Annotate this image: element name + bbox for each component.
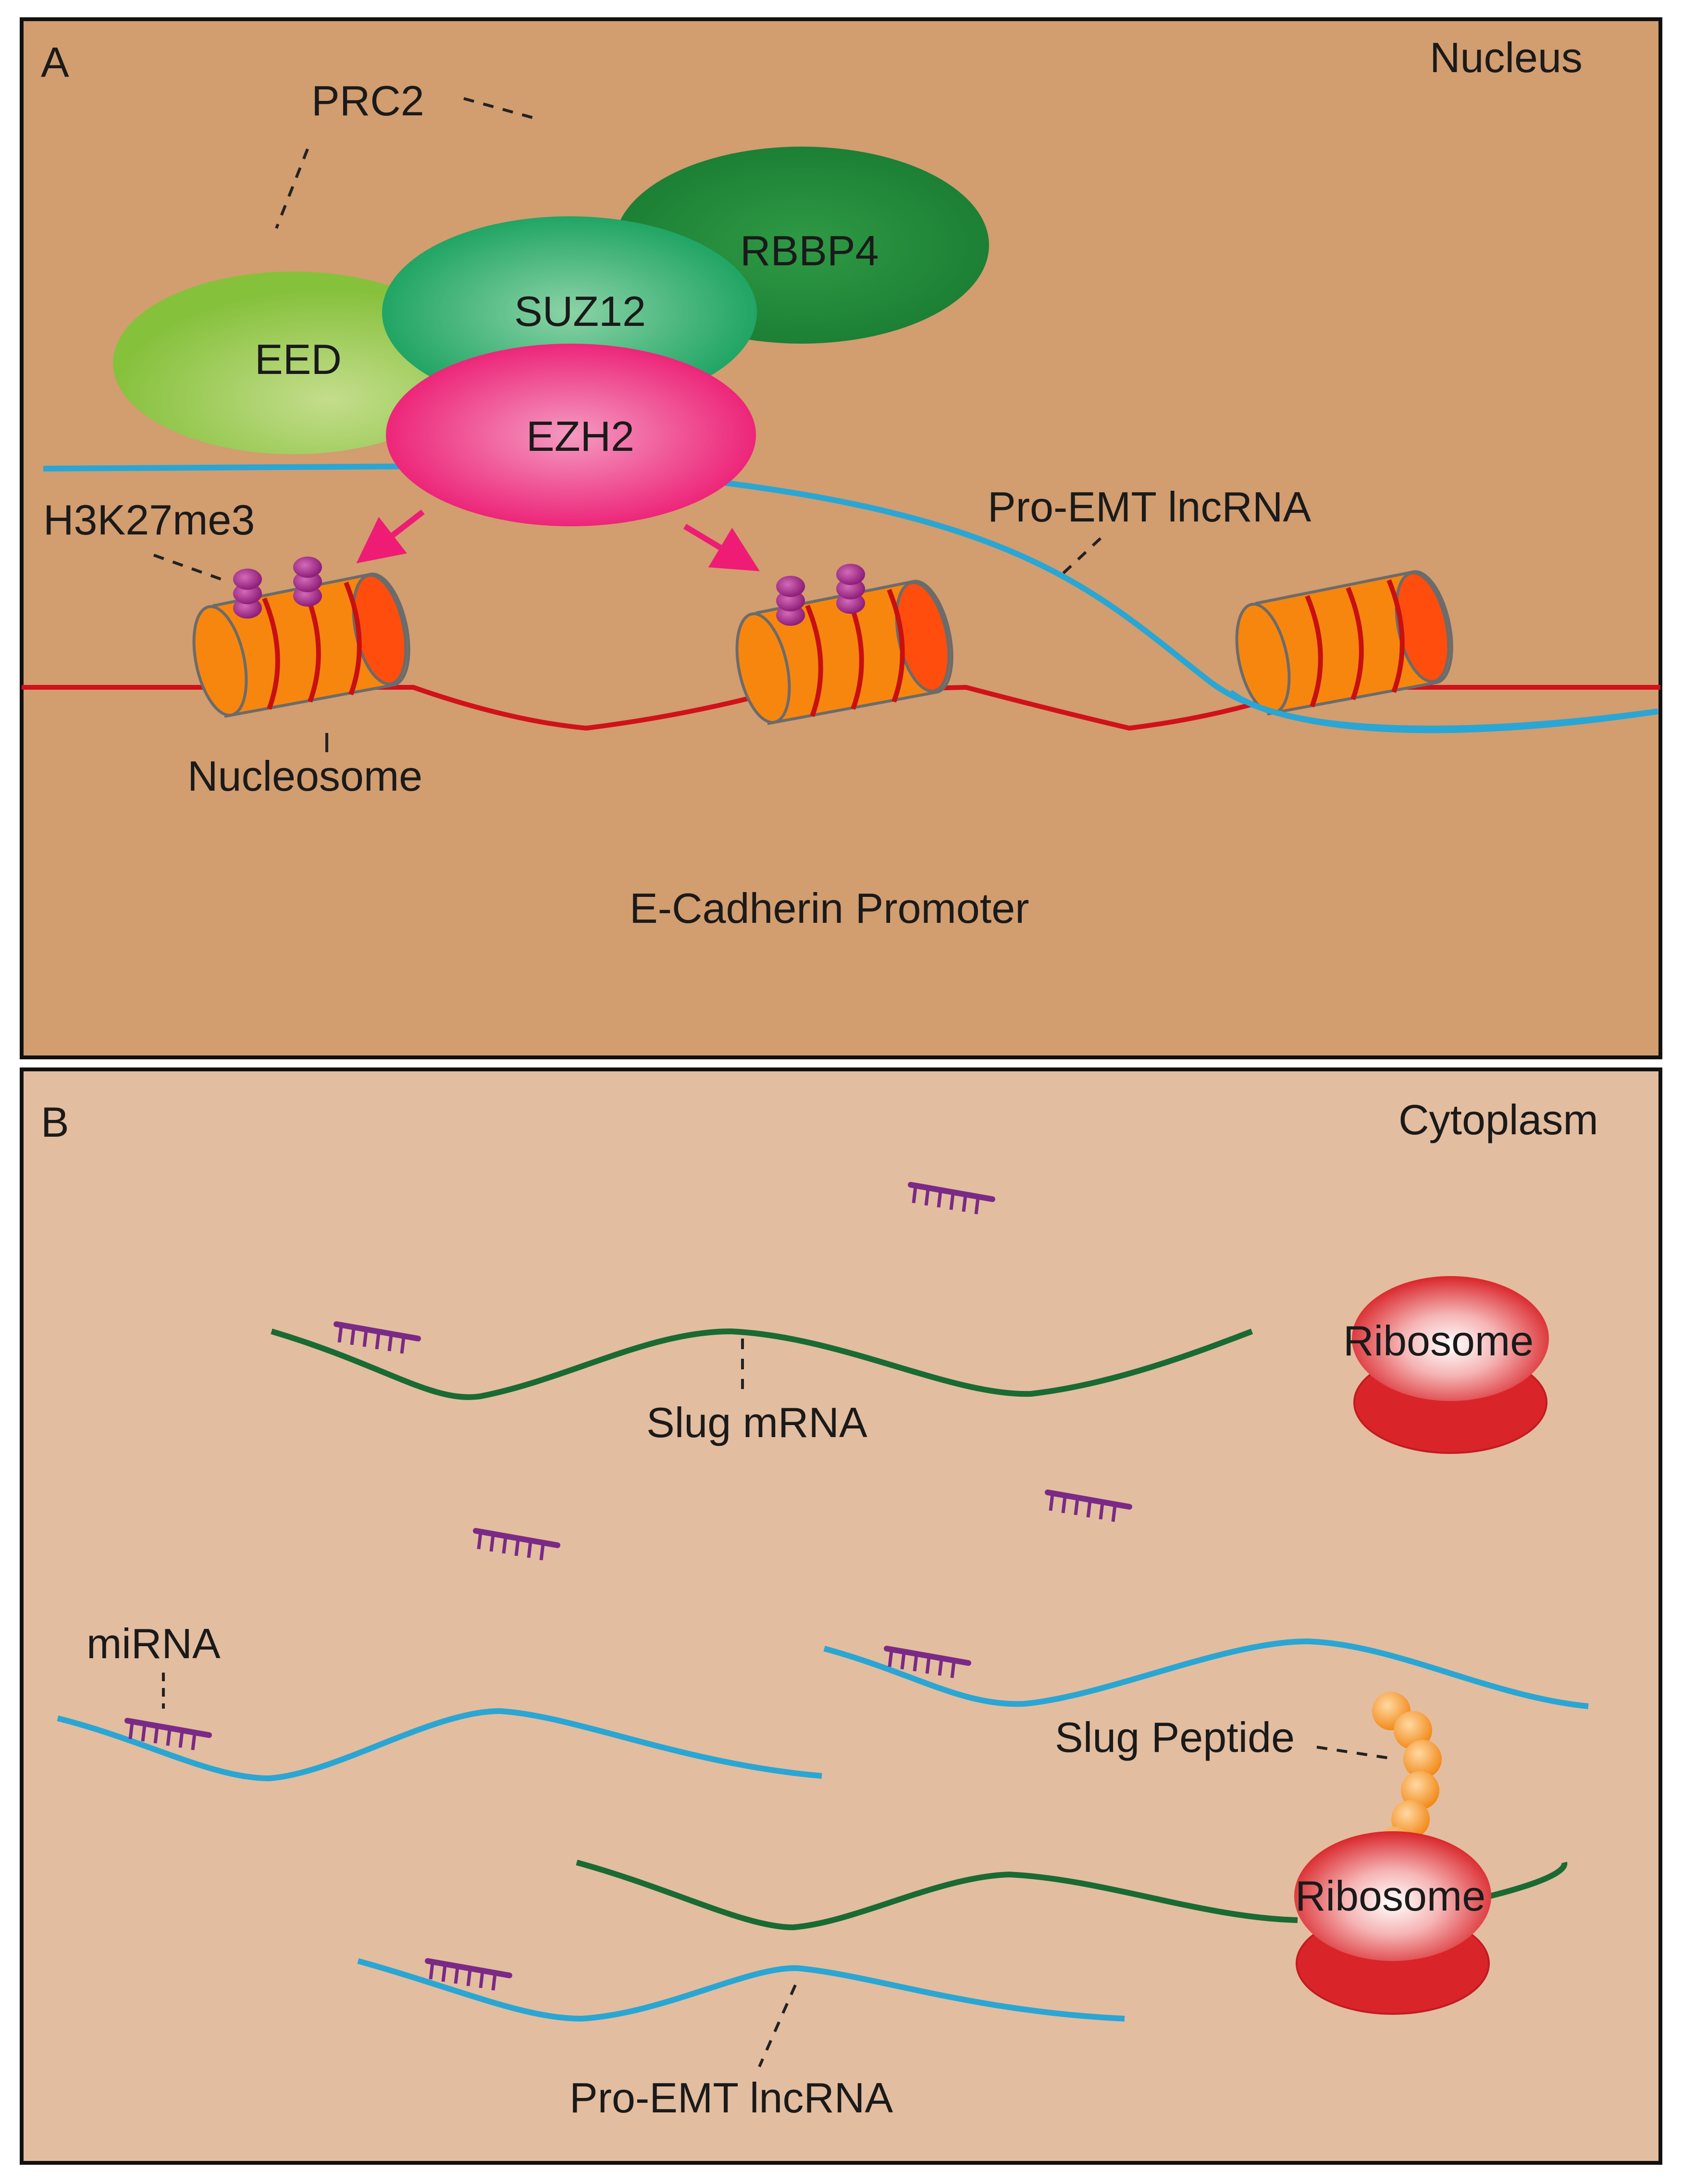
slug-peptide-label: Slug Peptide xyxy=(1055,1713,1295,1761)
ribosome-1 xyxy=(1352,1276,1549,1454)
slug-peptide-connector xyxy=(1316,1746,1397,1761)
lncrna-strand-over xyxy=(1228,690,1658,732)
lncrna-connector-nucleus xyxy=(1061,537,1102,576)
ribosome-label-2: Ribosome xyxy=(1295,1872,1485,1920)
ezh2-label: EZH2 xyxy=(526,412,634,460)
h3k27me3-mark-4 xyxy=(836,564,865,614)
h3k27me3-label: H3K27me3 xyxy=(43,496,255,544)
methylation-arrow-left xyxy=(356,509,425,564)
nucleus-label: Nucleus xyxy=(1430,34,1583,81)
lncrna-strand-2 xyxy=(823,1638,1589,1709)
lncrna-strand-1 xyxy=(57,1708,822,1782)
ezh2-protein xyxy=(386,344,756,526)
lncrna-connector-cytoplasm xyxy=(758,1984,797,2068)
panel-b: B Cytoplasm Slug mRNA Ribosome miRNA Pr xyxy=(20,1067,1662,2165)
methylation-arrow-right xyxy=(683,523,760,571)
h3k27me3-mark-1 xyxy=(233,569,262,619)
mirna-label: miRNA xyxy=(87,1620,221,1667)
panel-b-letter: B xyxy=(41,1098,69,1146)
lncrna-label-nucleus: Pro-EMT lncRNA xyxy=(988,483,1311,531)
slug-mrna-label: Slug mRNA xyxy=(646,1399,867,1446)
rbbp4-label: RBBP4 xyxy=(740,227,879,274)
nucleosome-label: Nucleosome xyxy=(187,752,422,800)
ribosome-label-1: Ribosome xyxy=(1343,1317,1534,1365)
promoter-label: E-Cadherin Promoter xyxy=(630,884,1029,932)
h3k27me3-mark-2 xyxy=(293,557,322,607)
cytoplasm-label: Cytoplasm xyxy=(1398,1096,1598,1143)
prc2-connector-right xyxy=(463,97,539,121)
suz12-label: SUZ12 xyxy=(514,287,646,335)
panel-a-letter: A xyxy=(41,38,69,86)
slug-mrna-strand-1 xyxy=(271,1328,1253,1400)
slug-mrna-strand-2 xyxy=(576,1860,1568,1931)
ribosome-2 xyxy=(1294,1831,1491,2015)
lncrna-label-cytoplasm: Pro-EMT lncRNA xyxy=(569,2074,893,2122)
panel-a: A Nucleus PRC2 RBBP4 EED SUZ12 EZH2 xyxy=(20,17,1662,1059)
lncrna-strand-3 xyxy=(357,1958,1125,2022)
eed-label: EED xyxy=(255,335,342,383)
prc2-label: PRC2 xyxy=(311,77,424,124)
prc2-connector-down xyxy=(275,148,309,229)
h3k27me3-mark-3 xyxy=(776,576,805,626)
